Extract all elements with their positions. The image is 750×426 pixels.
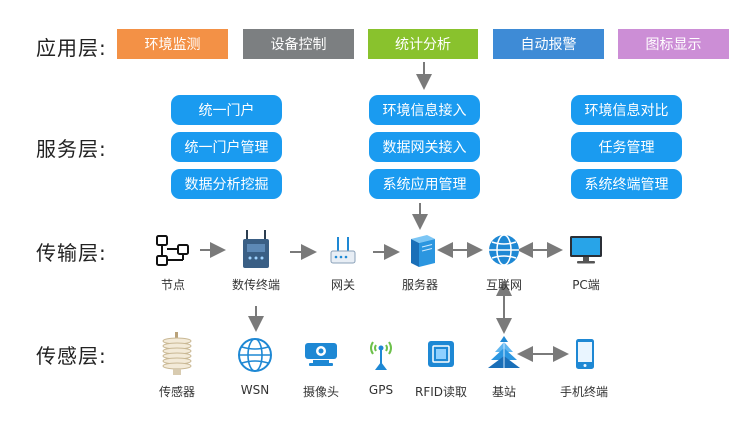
- device-label-rfid: RFID读取: [414, 385, 468, 399]
- layer-label-application: 应用层:: [36, 36, 107, 60]
- service-pill-terminal-management: 系统终端管理: [571, 169, 682, 199]
- device-label-server: 服务器: [401, 278, 438, 292]
- device-label-node: 节点: [160, 278, 185, 292]
- device-label-gateway: 网关: [330, 278, 355, 292]
- globe-icon: [489, 234, 519, 266]
- service-pill-unified-portal: 统一门户: [171, 95, 282, 125]
- device-label-pc: PC端: [572, 278, 600, 292]
- device-label-wsn: WSN: [240, 383, 270, 397]
- mobile-phone-icon: [576, 339, 594, 369]
- service-pill-data-mining: 数据分析挖掘: [171, 169, 282, 199]
- device-label-camera: 摄像头: [302, 385, 339, 399]
- device-label-internet: 互联网: [485, 278, 522, 292]
- service-pill-portal-management: 统一门户管理: [171, 132, 282, 162]
- gateway-router-icon: [330, 237, 356, 264]
- service-pill-task-management: 任务管理: [571, 132, 682, 162]
- camera-icon: [305, 343, 337, 366]
- monitor-icon: [570, 236, 602, 264]
- gps-antenna-icon: [370, 341, 392, 370]
- app-box-environment-monitoring: 环境监测: [117, 29, 228, 59]
- device-label-base-station: 基站: [491, 385, 516, 399]
- app-box-auto-alarm: 自动报警: [493, 29, 604, 59]
- device-label-gps: GPS: [368, 383, 394, 397]
- app-box-chart-display: 图标显示: [618, 29, 729, 59]
- layer-label-service: 服务层:: [36, 137, 107, 161]
- service-pill-gateway-access: 数据网关接入: [369, 132, 480, 162]
- layer-label-transport: 传输层:: [36, 241, 107, 265]
- service-pill-env-info-compare: 环境信息对比: [571, 95, 682, 125]
- layer-label-sensing: 传感层:: [36, 344, 107, 368]
- data-terminal-icon: [243, 230, 269, 268]
- app-box-device-control: 设备控制: [243, 29, 354, 59]
- base-station-icon: [488, 336, 520, 368]
- server-icon: [411, 235, 435, 267]
- device-label-sensor: 传感器: [158, 385, 195, 399]
- service-pill-env-info-access: 环境信息接入: [369, 95, 480, 125]
- app-box-statistics: 统计分析: [368, 29, 478, 59]
- rfid-chip-icon: [428, 341, 454, 367]
- wsn-globe-icon: [238, 338, 272, 372]
- device-label-data-terminal: 数传终端: [231, 278, 280, 292]
- sensor-shield-icon: [162, 332, 192, 375]
- service-pill-system-app-management: 系统应用管理: [369, 169, 480, 199]
- node-topology-icon: [156, 235, 189, 266]
- device-label-mobile: 手机终端: [559, 385, 608, 399]
